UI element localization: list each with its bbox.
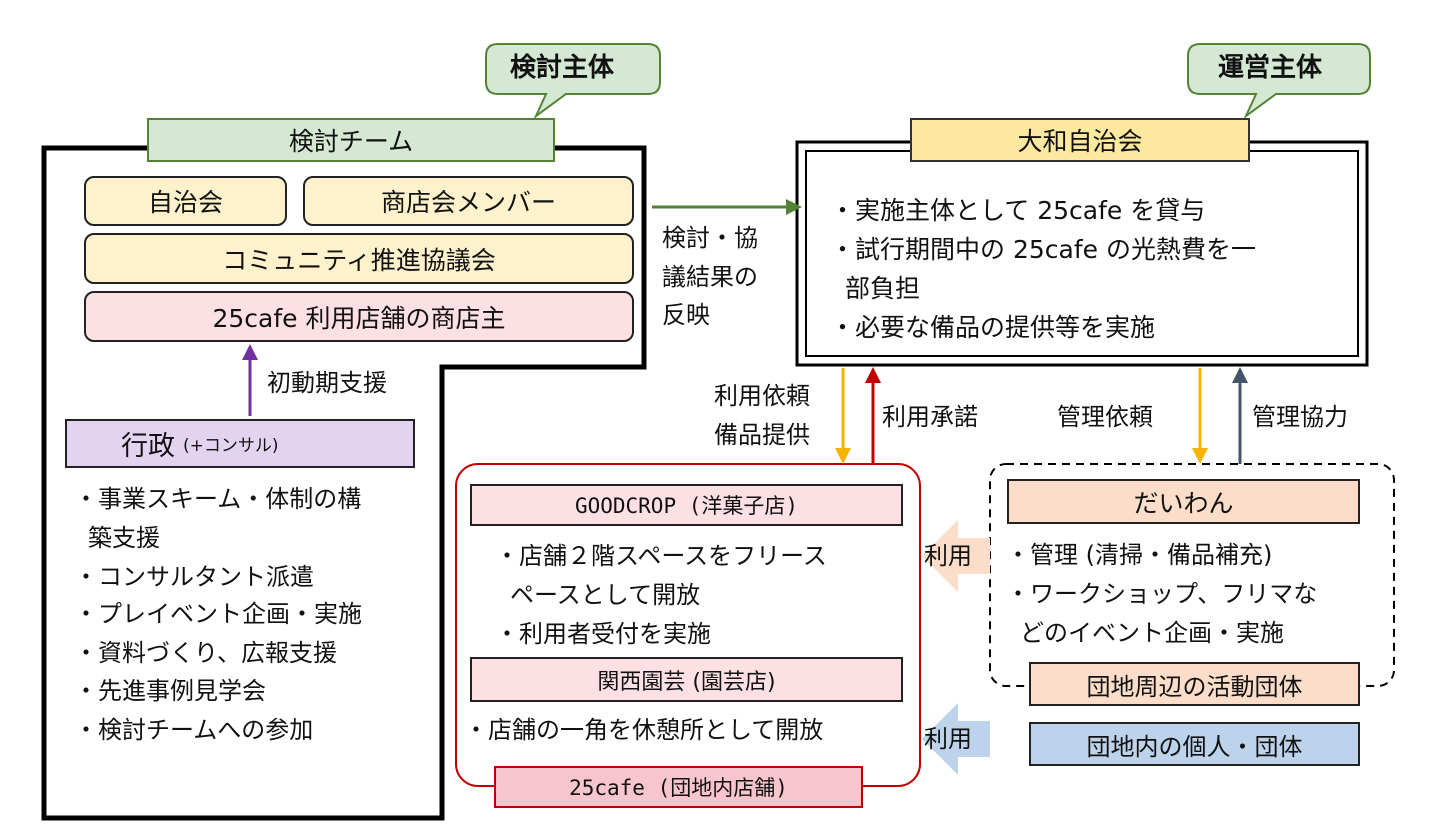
daiwan-title: だいわん: [1007, 479, 1360, 524]
manage-request-arrow: [1192, 448, 1208, 464]
kansai-item: ・店舗の一角を休憩所として開放: [464, 716, 824, 744]
gyosei-item: ・事業スキーム・体制の構: [74, 485, 362, 513]
reflect-label: 検討・協: [662, 224, 758, 252]
yamato-item: ・試行期間中の 25cafe の光熱費を一: [830, 235, 1256, 264]
review-callout-label: 検討主体: [510, 53, 615, 83]
goodcrop-item: ・利用者受付を実施: [495, 620, 711, 648]
member-community: コミュニティ推進協議会: [84, 233, 634, 284]
daiwan-item: ・管理 (清掃・備品補充): [1006, 541, 1273, 569]
yamato-item: ・必要な備品の提供等を実施: [830, 313, 1156, 342]
use-label: 利用: [924, 542, 972, 570]
reflect-label: 反映: [662, 301, 710, 329]
review-team-frame: [41, 145, 647, 821]
goodcrop-box: GOODCROP (洋菓子店): [470, 484, 903, 526]
daiwan-item: ・ワークショップ、フリマな: [1006, 580, 1318, 608]
goodcrop-item: ペースとして開放: [510, 581, 701, 609]
use-arrow-2: [922, 703, 990, 775]
residents-box: 団地内の個人・団体: [1029, 722, 1360, 766]
gyosei-item: ・先進事例見学会: [74, 677, 266, 705]
manage-coop-arrow: [1232, 367, 1248, 383]
goodcrop-item: ・店舗２階スペースをフリース: [495, 542, 827, 570]
member-shop-owner: 25cafe 利用店舗の商店主: [84, 291, 634, 342]
review-callout-shape: [485, 43, 661, 120]
use-arrow-1: [922, 520, 990, 592]
gyosei-item: ・資料づくり、広報支援: [74, 639, 338, 667]
approval-label: 利用承諾: [882, 403, 978, 431]
request-label: 利用依頼: [714, 382, 810, 410]
support-arrow: [242, 344, 258, 360]
manage-request-label: 管理依頼: [1057, 403, 1153, 431]
daiwan-item: どのイベント企画・実施: [1020, 619, 1284, 647]
gyosei-item: 築支援: [88, 524, 160, 552]
daiwan-footer: 団地周辺の活動団体: [1029, 662, 1360, 706]
manage-coop-label: 管理協力: [1252, 403, 1348, 431]
operation-callout-shape: [1187, 43, 1371, 120]
member-jichikai: 自治会: [84, 176, 287, 226]
gyosei-item: ・プレイベント企画・実施: [74, 600, 362, 628]
yamato-item: ・実施主体として 25cafe を貸与: [830, 196, 1206, 225]
gyosei-title: 行政: [121, 431, 175, 462]
reflect-label: 議結果の: [662, 263, 758, 291]
request-label: 備品提供: [714, 421, 810, 449]
gyosei-item: ・コンサルタント派遣: [74, 563, 314, 591]
initial-support-label: 初動期支援: [267, 369, 387, 397]
gyosei-subtitle: (+コンサル): [183, 436, 279, 456]
daiwan-frame: [989, 463, 1395, 687]
request-arrow: [835, 448, 851, 464]
gyosei-item: ・検討チームへの参加: [74, 716, 314, 744]
approval-arrow: [865, 367, 881, 383]
yamato-title: 大和自治会: [910, 118, 1250, 162]
shops-footer: 25cafe (団地内店舗): [494, 766, 863, 808]
yamato-item: 部負担: [845, 274, 921, 303]
reflect-arrow: [786, 199, 802, 215]
review-team-title: 検討チーム: [147, 118, 555, 162]
use-label: 利用: [924, 725, 972, 753]
operation-callout-label: 運営主体: [1218, 53, 1323, 83]
member-shotenkai: 商店会メンバー: [303, 176, 634, 226]
gyosei-box: 行政 (+コンサル): [65, 419, 415, 468]
kansai-box: 関西園芸 (園芸店): [470, 657, 903, 702]
